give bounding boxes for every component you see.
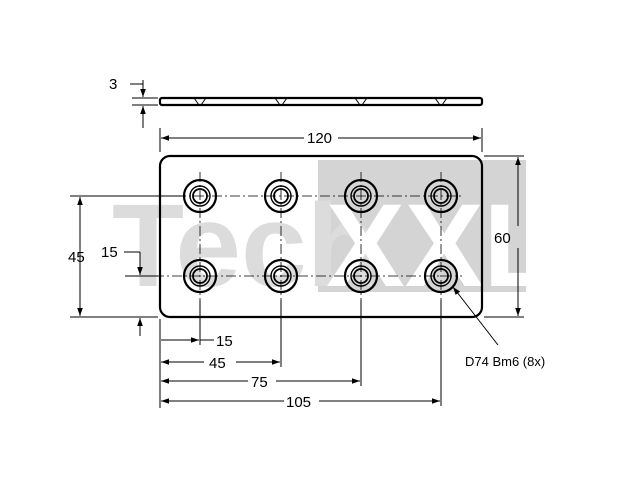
holes (182, 178, 459, 294)
hole (263, 178, 299, 214)
hole-ring (189, 265, 211, 287)
dim-row-bottom-offset: 15 (101, 244, 158, 336)
hole-ring (343, 178, 379, 214)
dim-hole-x-4-label: 105 (286, 394, 311, 411)
hole (343, 178, 379, 214)
hole-ring (189, 185, 211, 207)
hole (263, 258, 299, 294)
dim-row-offset: 45 (68, 195, 186, 318)
hole-ring (430, 185, 452, 207)
hole-callout-label: D74 Bm6 (8x) (465, 354, 545, 369)
hole-ring (433, 188, 449, 204)
hole-ring (353, 268, 369, 284)
hole-ring (192, 268, 208, 284)
hole-ring (273, 268, 289, 284)
hole-callout: D74 Bm6 (8x) (452, 286, 545, 369)
hole-ring (423, 258, 459, 294)
dim-row-offset-label: 45 (68, 249, 85, 266)
hole-ring (270, 185, 292, 207)
hole-ring (433, 268, 449, 284)
watermark-text-tech: Tech (112, 180, 379, 312)
dim-hole-positions: 15 45 75 105 (159, 300, 442, 411)
dim-thickness-label: 3 (109, 76, 117, 93)
dim-height-label: 60 (494, 230, 511, 247)
side-view-countersinks (193, 97, 448, 106)
hole-ring (192, 188, 208, 204)
hole (423, 258, 459, 294)
hole (423, 178, 459, 214)
watermark: Tech XXL (112, 160, 556, 312)
hole-ring (350, 265, 372, 287)
dim-width: 120 (159, 128, 483, 152)
dim-hole-x-1-label: 15 (216, 333, 233, 350)
dim-hole-x-2-label: 45 (209, 355, 226, 372)
hole-ring (263, 178, 299, 214)
dim-width-label: 120 (307, 130, 332, 147)
hole-ring (423, 178, 459, 214)
hole-ring (343, 258, 379, 294)
dim-row-bottom-offset-label: 15 (101, 244, 118, 261)
side-view: 3 (109, 76, 484, 128)
hole-ring (350, 185, 372, 207)
hole-ring (353, 188, 369, 204)
plate-outline (158, 154, 484, 319)
dim-hole-x-3-label: 75 (251, 374, 268, 391)
hole-ring (273, 188, 289, 204)
side-view-plate (158, 96, 484, 107)
hole (343, 258, 379, 294)
dim-height: 60 (484, 155, 524, 318)
hole-ring (182, 258, 218, 294)
hole-ring (263, 258, 299, 294)
hole (182, 258, 218, 294)
hole-ring (270, 265, 292, 287)
hole-ring (430, 265, 452, 287)
